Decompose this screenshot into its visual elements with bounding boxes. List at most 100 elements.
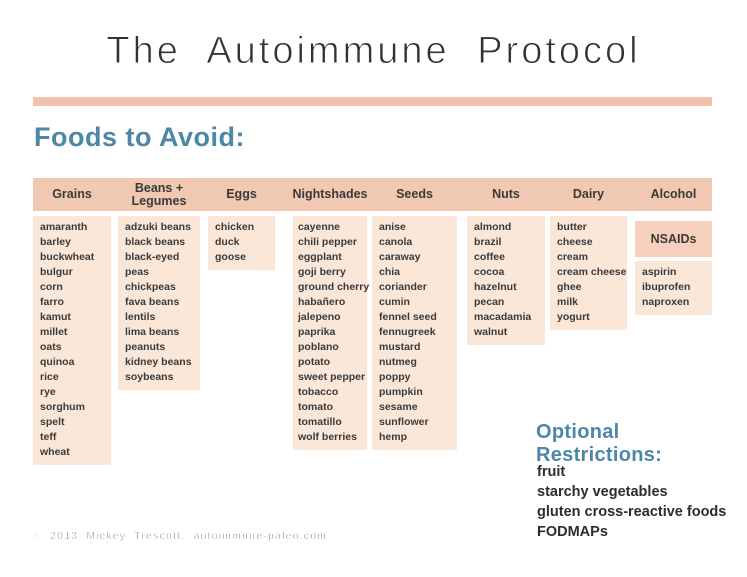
list-item: rye — [40, 386, 56, 398]
list-item: walnut — [474, 326, 508, 338]
list-item: cheese — [557, 236, 593, 248]
footer-credit: © 2013 Mickey Trescott, autoimmune-paleo… — [33, 530, 328, 543]
list-item: milk — [557, 296, 579, 308]
title-divider-bar — [33, 97, 712, 106]
list-item: cocoa — [474, 266, 505, 278]
list-item: chili pepper — [298, 236, 357, 248]
list-item: aspirin — [642, 266, 677, 278]
list-item: habañero — [298, 296, 346, 308]
list-item: yogurt — [557, 311, 590, 323]
list-item: tobacco — [298, 386, 339, 398]
list-item: eggplant — [298, 251, 342, 263]
list-item: chickpeas — [125, 281, 176, 293]
optional-restriction-item: gluten cross-reactive foods — [537, 504, 727, 520]
list-item: quinoa — [40, 356, 75, 368]
list-item: black-eyed peas — [125, 251, 180, 278]
optional-restrictions-heading: Optional Restrictions: — [536, 421, 663, 466]
list-item: tomatillo — [298, 416, 342, 428]
list-item: kidney beans — [125, 356, 192, 368]
list-item: hemp — [379, 431, 408, 443]
column-header-nightshades: Nightshades — [292, 187, 368, 201]
food-column-beans-legumes: adzuki beans black beans black-eyed peas ch… — [118, 216, 200, 390]
nsaids-list: aspirin ibuprofen naproxen — [635, 261, 712, 315]
column-header-beans-legumes: Beans + Legumes — [131, 180, 187, 208]
page-title: The Autoimmune Protocol — [106, 30, 641, 73]
list-item: goji berry — [298, 266, 346, 278]
list-item: ghee — [557, 281, 582, 293]
list-item: corn — [40, 281, 63, 293]
column-header-bar: Grains Beans + Legumes Eggs Nightshades Seed… — [33, 178, 712, 211]
list-item: brazil — [474, 236, 502, 248]
column-header-grains: Grains — [52, 187, 92, 201]
list-item: barley — [40, 236, 71, 248]
list-item: wheat — [40, 446, 70, 458]
list-item: cumin — [379, 296, 410, 308]
list-item: teff — [40, 431, 57, 443]
list-item: oats — [40, 341, 62, 353]
list-item: jalepeno — [298, 311, 341, 323]
list-item: macadamia — [474, 311, 532, 323]
list-item: coffee — [474, 251, 505, 263]
list-item: goose — [215, 251, 246, 263]
food-column-eggs: chicken duck goose — [208, 216, 275, 270]
list-item: peanuts — [125, 341, 166, 353]
list-item: farro — [40, 296, 64, 308]
nsaids-label: NSAIDs — [650, 232, 697, 246]
list-item: spelt — [40, 416, 65, 428]
nsaids-header-box: NSAIDs — [635, 221, 712, 257]
list-item: sesame — [379, 401, 418, 413]
column-header-dairy: Dairy — [572, 187, 605, 201]
list-item: black beans — [125, 236, 186, 248]
list-item: butter — [557, 221, 587, 233]
list-item: lima beans — [125, 326, 180, 338]
list-item: lentils — [125, 311, 156, 323]
column-header-alcohol: Alcohol — [650, 187, 697, 201]
list-item: poblano — [298, 341, 339, 353]
list-item: sweet pepper — [298, 371, 366, 383]
list-item: millet — [40, 326, 68, 338]
list-item: caraway — [379, 251, 421, 263]
list-item: ground cherry — [298, 281, 370, 293]
list-item: paprika — [298, 326, 336, 338]
list-item: chicken — [215, 221, 255, 233]
list-item: cream cheese — [557, 266, 627, 278]
list-item: wolf berries — [298, 431, 357, 443]
list-item: poppy — [379, 371, 411, 383]
list-item: soybeans — [125, 371, 174, 383]
list-item: amaranth — [40, 221, 88, 233]
food-column-grains: amaranth barley buckwheat bulgur corn farro ka… — [33, 216, 111, 465]
list-item: pumpkin — [379, 386, 423, 398]
column-header-eggs: Eggs — [226, 187, 257, 201]
food-column-nuts: almond brazil coffee cocoa hazelnut pecan maca… — [467, 216, 545, 345]
list-item: duck — [215, 236, 240, 248]
list-item: adzuki beans — [125, 221, 191, 233]
list-item: naproxen — [642, 296, 690, 308]
list-item: hazelnut — [474, 281, 517, 293]
list-item: fennel seed — [379, 311, 437, 323]
list-item: kamut — [40, 311, 71, 323]
list-item: tomato — [298, 401, 333, 413]
list-item: coriander — [379, 281, 427, 293]
list-item: potato — [298, 356, 331, 368]
foods-to-avoid-heading: Foods to Avoid: — [34, 122, 245, 152]
column-header-seeds: Seeds — [396, 187, 433, 201]
optional-restriction-item: starchy vegetables — [537, 484, 668, 500]
list-item: pecan — [474, 296, 505, 308]
food-column-nightshades: cayenne chili pepper eggplant goji berry gro… — [293, 216, 370, 450]
list-item: ibuprofen — [642, 281, 691, 293]
list-item: sorghum — [40, 401, 85, 413]
column-header-nuts: Nuts — [492, 187, 520, 201]
list-item: canola — [379, 236, 413, 248]
list-item: almond — [474, 221, 512, 233]
list-item: bulgur — [40, 266, 73, 278]
list-item: anise — [379, 221, 406, 233]
list-item: nutmeg — [379, 356, 417, 368]
list-item: mustard — [379, 341, 421, 353]
list-item: chia — [379, 266, 401, 278]
list-item: cayenne — [298, 221, 341, 233]
list-item: buckwheat — [40, 251, 95, 263]
list-item: fennugreek — [379, 326, 436, 338]
optional-restriction-item: FODMAPs — [537, 524, 608, 540]
